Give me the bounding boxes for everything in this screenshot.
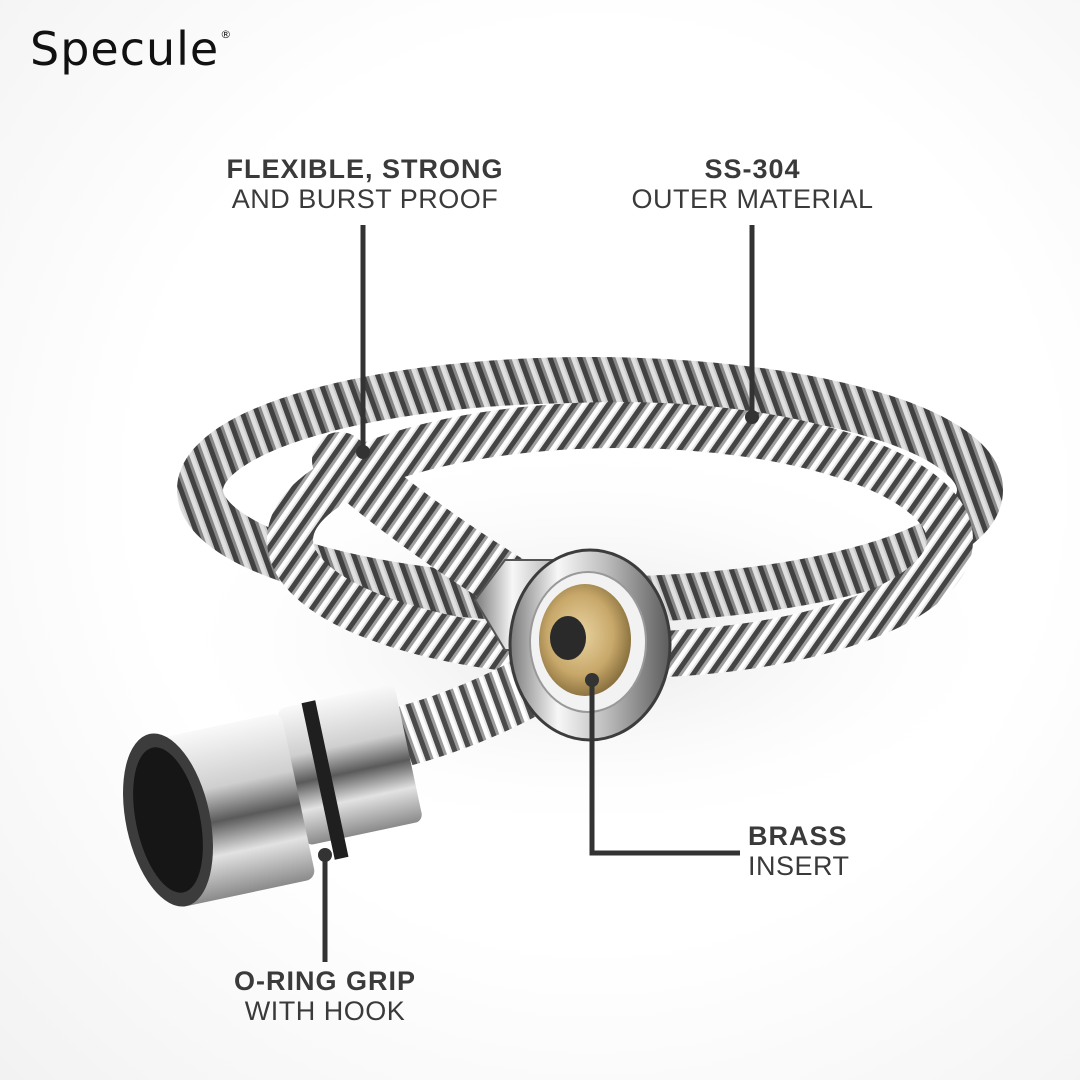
callout-brass-title: BRASS xyxy=(748,821,848,851)
brass-insert-fitting xyxy=(508,548,672,742)
trademark-symbol: ® xyxy=(220,28,233,41)
callout-material-title: SS-304 xyxy=(704,154,801,184)
callout-oring-subtitle: WITH HOOK xyxy=(244,995,406,1026)
callout-brass: BRASS INSERT xyxy=(748,821,948,881)
leader-lines xyxy=(322,225,755,962)
brand-name: Specule xyxy=(30,22,220,76)
callout-oring-title: O-RING GRIP xyxy=(233,966,416,996)
oring-fitting xyxy=(123,685,422,907)
callout-brass-subtitle: INSERT xyxy=(748,850,850,881)
callout-material: SS-304 OUTER MATERIAL xyxy=(615,154,890,214)
brand-logo: Specule® xyxy=(30,22,231,76)
callout-flexible-title: FLEXIBLE, STRONG xyxy=(226,154,504,184)
callout-flexible-subtitle: AND BURST PROOF xyxy=(231,183,499,214)
callout-flexible: FLEXIBLE, STRONG AND BURST PROOF xyxy=(210,154,520,214)
callout-material-subtitle: OUTER MATERIAL xyxy=(631,183,874,214)
callout-oring: O-RING GRIP WITH HOOK xyxy=(215,966,435,1026)
